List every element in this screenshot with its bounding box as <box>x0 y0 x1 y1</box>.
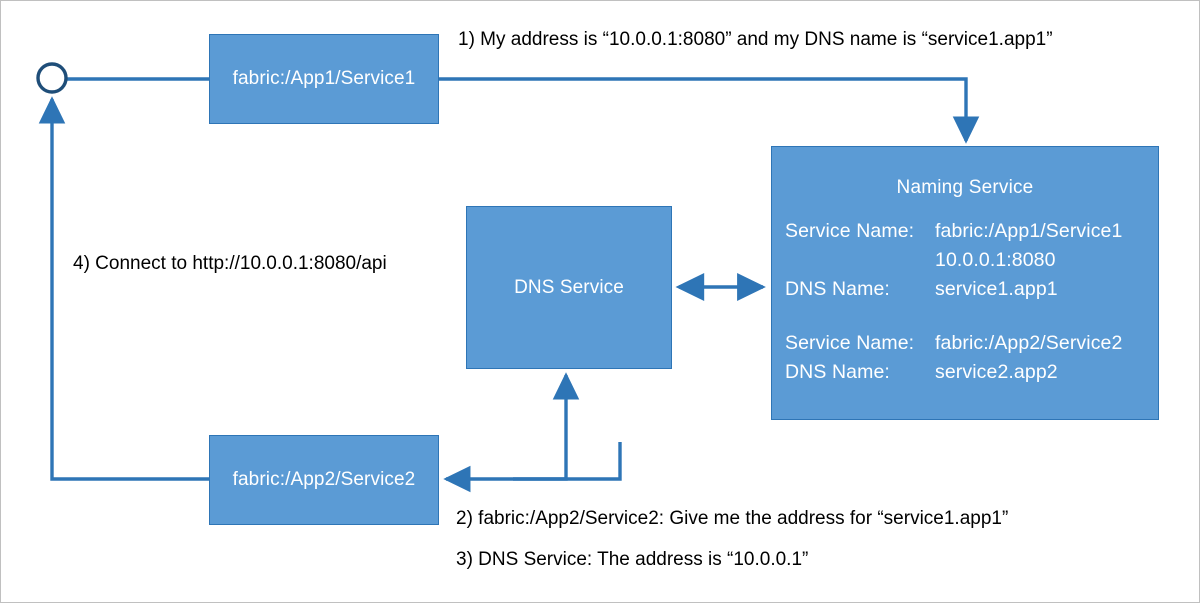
callout-step-1: 1) My address is “10.0.0.1:8080” and my … <box>458 29 1053 50</box>
naming-record-row: Service Name: fabric:/App1/Service1 <box>785 217 1158 246</box>
connector-dns-to-app2 <box>443 442 622 493</box>
callout-step-4: 4) Connect to http://10.0.0.1:8080/api <box>73 253 387 274</box>
connection-endpoint-circle <box>36 62 68 94</box>
naming-record-value: fabric:/App2/Service2 <box>935 332 1123 354</box>
node-app1-service1[interactable]: fabric:/App1/Service1 <box>209 34 439 124</box>
connector-app2-to-endpoint <box>38 96 209 481</box>
naming-record-row: DNS Name: service1.app1 <box>785 275 1158 304</box>
callout-step-2: 2) fabric:/App2/Service2: Give me the ad… <box>456 508 1009 529</box>
node-naming-service[interactable]: Naming Service Service Name: fabric:/App… <box>771 146 1159 420</box>
node-dns-service[interactable]: DNS Service <box>466 206 672 369</box>
naming-record-app2: Service Name: fabric:/App2/Service2 DNS … <box>785 329 1158 387</box>
naming-record-label: Service Name: <box>785 332 915 354</box>
node-app2-service2-label: fabric:/App2/Service2 <box>232 469 416 490</box>
naming-record-label: DNS Name: <box>785 361 890 383</box>
naming-record-value: service2.app2 <box>935 361 1058 383</box>
naming-record-row: 10.0.0.1:8080 <box>785 246 1158 275</box>
connector-app1-to-naming <box>439 77 980 144</box>
naming-record-value: fabric:/App1/Service1 <box>935 220 1123 242</box>
naming-record-value: service1.app1 <box>935 278 1058 300</box>
connector-app2-to-dns <box>513 372 580 481</box>
naming-record-row: Service Name: fabric:/App2/Service2 <box>785 329 1158 358</box>
node-dns-service-label: DNS Service <box>514 276 624 298</box>
naming-record-label: DNS Name: <box>785 278 890 300</box>
node-app2-service2[interactable]: fabric:/App2/Service2 <box>209 435 439 525</box>
naming-record-label <box>785 246 935 275</box>
naming-record-app1: Service Name: fabric:/App1/Service1 10.0… <box>785 217 1158 304</box>
callout-step-3: 3) DNS Service: The address is “10.0.0.1… <box>456 549 809 570</box>
node-app1-service1-label: fabric:/App1/Service1 <box>232 68 416 89</box>
naming-record-value: 10.0.0.1:8080 <box>935 249 1056 271</box>
naming-record-row: DNS Name: service2.app2 <box>785 358 1158 387</box>
naming-record-label: Service Name: <box>785 220 915 242</box>
naming-service-title: Naming Service <box>896 177 1034 198</box>
